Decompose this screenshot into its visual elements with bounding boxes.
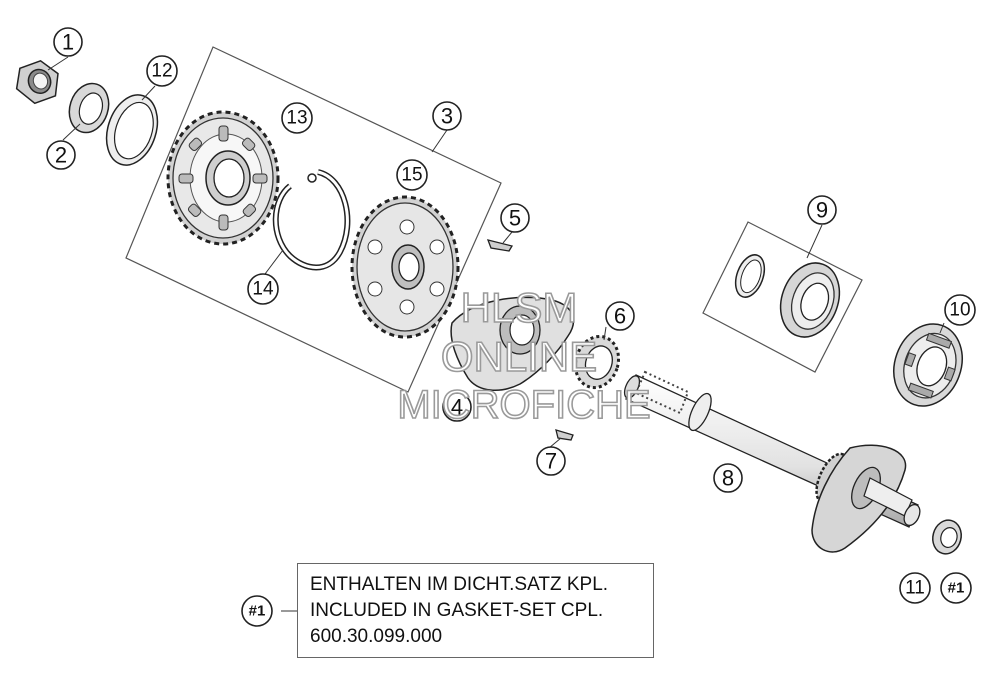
callout-7: 7 <box>536 446 566 476</box>
svg-text:10: 10 <box>949 300 970 321</box>
svg-text:2: 2 <box>55 143 67 168</box>
note-line-german: ENTHALTEN IM DICHT.SATZ KPL. <box>310 574 609 595</box>
callout-4: 4 <box>442 392 472 422</box>
svg-text:1: 1 <box>62 30 74 55</box>
roller-bearing-part <box>893 323 963 407</box>
callout-3: 3 <box>432 101 462 131</box>
shaft-seal-part <box>932 519 962 555</box>
svg-text:7: 7 <box>545 449 557 474</box>
leader-lines <box>47 56 945 612</box>
callout-12: 12 <box>146 55 178 87</box>
callout-15: 15 <box>396 159 428 191</box>
callout-14: 14 <box>247 273 279 305</box>
callout-6: 6 <box>605 301 635 331</box>
balancer-gear-part <box>166 110 280 246</box>
gear-set-frame <box>125 46 502 393</box>
svg-text:MICROFICHE: MICROFICHE <box>397 383 650 427</box>
callout-1: 1 <box>53 27 83 57</box>
svg-text:12: 12 <box>151 61 172 82</box>
svg-text:14: 14 <box>252 279 274 300</box>
note-line-english: INCLUDED IN GASKET-SET CPL. <box>310 600 604 621</box>
balancer-shaft-part <box>623 370 921 553</box>
circlip-part <box>272 169 351 271</box>
svg-text:15: 15 <box>401 165 422 186</box>
hex-nut-part <box>15 59 59 105</box>
balancer-weight-part <box>450 296 575 391</box>
svg-text:6: 6 <box>614 304 626 329</box>
gasket-set-note: ENTHALTEN IM DICHT.SATZ KPL. INCLUDED IN… <box>297 563 654 658</box>
svg-text:#1: #1 <box>249 603 266 620</box>
ball-bearing-part <box>734 254 841 338</box>
shim-ring-part <box>105 94 159 166</box>
callout-10: 10 <box>944 294 976 326</box>
woodruff-key-part <box>486 239 514 252</box>
callout-11: 11 <box>899 572 931 604</box>
callout-9: 9 <box>807 195 837 225</box>
svg-text:3: 3 <box>441 104 453 129</box>
needle-bearing-part <box>573 334 621 390</box>
svg-text:5: 5 <box>509 206 521 231</box>
svg-text:13: 13 <box>286 108 307 129</box>
bearing-set-frame <box>702 221 863 373</box>
callout-8: 8 <box>713 463 743 493</box>
washer-part <box>68 82 110 134</box>
gear-part <box>350 195 460 339</box>
callout-13: 13 <box>281 102 313 134</box>
callout-ref-part11: #1 <box>940 572 972 604</box>
svg-text:11: 11 <box>905 578 925 599</box>
pin-key-part <box>555 429 574 441</box>
callout-5: 5 <box>500 203 530 233</box>
callout-ref-note: #1 <box>241 595 273 627</box>
note-part-number: 600.30.099.000 <box>310 626 443 647</box>
watermark: HLSM ONLINE MICROFICHE <box>397 283 652 428</box>
callout-2: 2 <box>46 140 76 170</box>
svg-text:HLSM: HLSM <box>461 284 578 331</box>
svg-text:ONLINE: ONLINE <box>441 333 597 380</box>
svg-text:#1: #1 <box>948 580 965 597</box>
svg-text:9: 9 <box>816 198 828 223</box>
svg-text:8: 8 <box>722 466 734 491</box>
svg-text:4: 4 <box>451 395 463 420</box>
